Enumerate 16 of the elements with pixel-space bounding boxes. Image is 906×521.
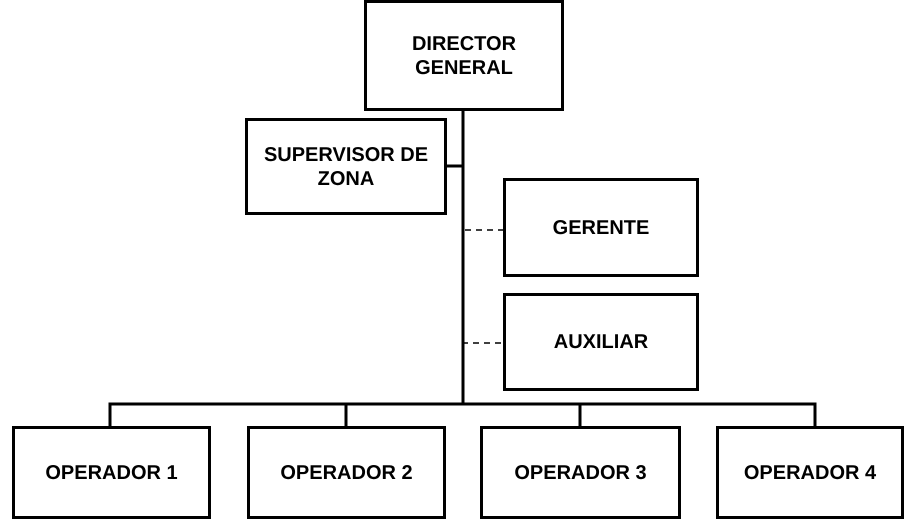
- org-box: [716, 426, 904, 519]
- org-box: [480, 426, 681, 519]
- role-label: GERENTE: [552, 216, 650, 240]
- org-box: [503, 293, 699, 391]
- role-label: OPERADOR 2: [280, 460, 413, 484]
- org-box: [12, 426, 211, 519]
- role-label: OPERADOR 3: [514, 460, 647, 484]
- role-label: OPERADOR 1: [45, 460, 178, 484]
- role-label: DIRECTOR GENERAL: [410, 32, 518, 80]
- org-box: [247, 426, 446, 519]
- org-box: [364, 0, 564, 111]
- role-label: SUPERVISOR DE ZONA: [262, 142, 430, 190]
- org-box: [245, 118, 447, 215]
- role-label: OPERADOR 4: [744, 460, 876, 484]
- role-label: AUXILIAR: [554, 330, 648, 354]
- org-box: [503, 178, 699, 277]
